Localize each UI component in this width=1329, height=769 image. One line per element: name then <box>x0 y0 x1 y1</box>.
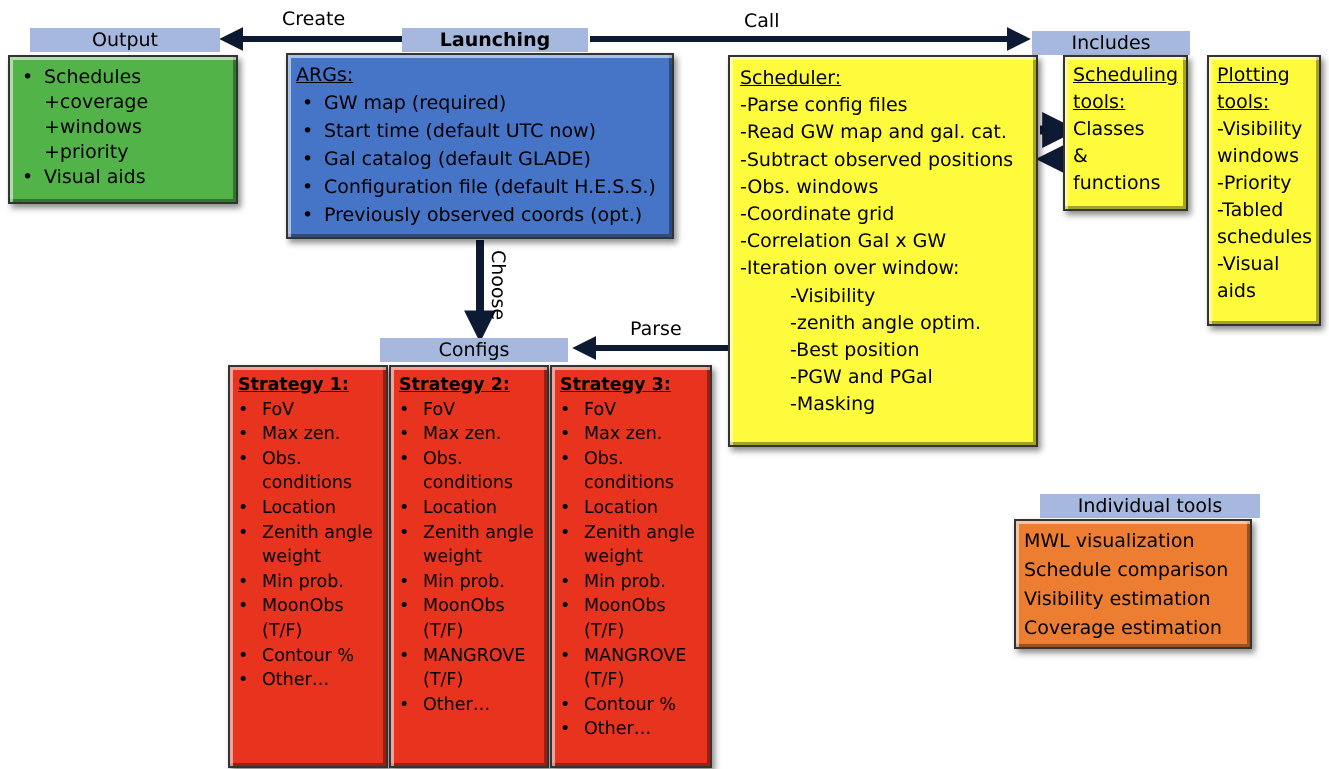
strategy-item: MANGROVE (T/F) <box>560 644 706 693</box>
strategy-3-box: Strategy 3: FoV Max zen. Obs. conditions… <box>550 365 712 768</box>
strategy-item: Location <box>560 496 706 521</box>
scheduler-substep: -PGW and PGal <box>790 366 933 389</box>
individual-tools-box: MWL visualization Schedule comparison Vi… <box>1014 519 1252 649</box>
configs-header: Configs <box>380 338 568 362</box>
strategy-item: MoonObs (T/F) <box>238 594 382 643</box>
scheduler-substep: -zenith angle optim. <box>790 311 982 334</box>
includes-header: Includes <box>1032 31 1190 55</box>
create-label: Create <box>282 8 346 30</box>
strategy-item: Obs. conditions <box>560 447 706 496</box>
strategy-item: Max zen. <box>560 422 706 447</box>
strategy-title: Strategy 1: <box>238 375 349 395</box>
output-subitem: +priority <box>44 141 129 163</box>
strategy-item: Obs. conditions <box>399 447 543 496</box>
strategy-item: Location <box>238 496 382 521</box>
strategy-item: Location <box>399 496 543 521</box>
strategy-item: Min prob. <box>560 570 706 595</box>
plotting-tools-line: -Visibility <box>1217 118 1303 140</box>
args-item: Configuration file (default H.E.S.S.) <box>296 173 664 201</box>
scheduler-step: -Correlation Gal x GW <box>740 230 947 253</box>
strategy-item: Other… <box>399 693 543 718</box>
strategy-item: MANGROVE (T/F) <box>399 644 543 693</box>
output-item: Schedules <box>16 65 230 90</box>
strategy-item: Contour % <box>560 693 706 718</box>
scheduler-step: -Coordinate grid <box>740 203 895 226</box>
strategy-1-box: Strategy 1: FoV Max zen. Obs. conditions… <box>228 365 388 768</box>
strategy-item: Contour % <box>238 644 382 669</box>
parse-label: Parse <box>630 318 682 340</box>
plotting-tools-box: Plotting tools: -Visibility windows -Pri… <box>1207 55 1321 326</box>
strategy-item: Min prob. <box>399 570 543 595</box>
strategy-item: Zenith angle weight <box>560 521 706 570</box>
scheduling-tools-box: Scheduling tools: Classes & functions <box>1063 55 1188 211</box>
scheduler-box: Scheduler: -Parse config files -Read GW … <box>728 55 1038 447</box>
plotting-tools-line: aids <box>1217 280 1256 302</box>
strategy-item: Min prob. <box>238 570 382 595</box>
strategy-item: MoonObs (T/F) <box>399 594 543 643</box>
strategy-item: MoonObs (T/F) <box>560 594 706 643</box>
plotting-tools-line: -Tabled <box>1217 199 1284 221</box>
scheduler-substep: -Visibility <box>790 284 876 307</box>
individual-tool-item: MWL visualization <box>1024 530 1195 552</box>
strategy-item: Max zen. <box>399 422 543 447</box>
strategy-item: Obs. conditions <box>238 447 382 496</box>
strategy-item: Zenith angle weight <box>399 521 543 570</box>
args-item: GW map (required) <box>296 89 664 117</box>
args-item: Previously observed coords (opt.) <box>296 201 664 229</box>
strategy-item: Other… <box>238 668 382 693</box>
strategy-title: Strategy 2: <box>399 375 510 395</box>
plotting-tools-line: -Priority <box>1217 172 1292 194</box>
args-title: ARGs: <box>296 64 354 86</box>
scheduling-tools-line: functions <box>1073 172 1161 194</box>
strategy-item: Other… <box>560 717 706 742</box>
strategy-title: Strategy 3: <box>560 375 671 395</box>
individual-tool-item: Visibility estimation <box>1024 588 1211 610</box>
scheduler-step: -Subtract observed positions <box>740 148 1014 171</box>
output-item: Visual aids <box>16 165 230 190</box>
strategy-item: Zenith angle weight <box>238 521 382 570</box>
strategy-item: FoV <box>399 398 543 423</box>
launching-scripts-label: Launching scripts <box>402 28 588 75</box>
individual-tools-header: Individual tools <box>1040 494 1260 518</box>
scheduler-step: -Parse config files <box>740 94 908 117</box>
strategy-item: FoV <box>238 398 382 423</box>
scheduling-tools-line: Classes <box>1073 118 1145 140</box>
strategy-item: Max zen. <box>238 422 382 447</box>
plotting-tools-title-2: tools: <box>1217 91 1270 113</box>
choose-label: Choose <box>487 250 509 321</box>
scheduler-substep: -Masking <box>790 393 876 416</box>
strategy-2-box: Strategy 2: FoV Max zen. Obs. conditions… <box>389 365 549 768</box>
output-box: Schedules +coverage +windows +priority V… <box>8 55 238 204</box>
individual-tool-item: Coverage estimation <box>1024 617 1222 639</box>
scheduling-tools-title-2: tools: <box>1073 91 1126 113</box>
individual-tool-item: Schedule comparison <box>1024 559 1229 581</box>
args-item: Start time (default UTC now) <box>296 117 664 145</box>
scheduler-step: -Obs. windows <box>740 175 879 198</box>
plotting-tools-line: -Visual <box>1217 253 1280 275</box>
scheduler-step: -Read GW map and gal. cat. <box>740 121 1007 144</box>
output-subitem: +windows <box>44 116 142 138</box>
output-subitem: +coverage <box>44 91 149 113</box>
args-box: ARGs: GW map (required) Start time (defa… <box>286 53 674 239</box>
args-item: Gal catalog (default GLADE) <box>296 145 664 173</box>
scheduler-title: Scheduler: <box>740 67 842 89</box>
scheduling-tools-title: Scheduling <box>1073 64 1179 86</box>
output-header: Output <box>30 28 220 52</box>
plotting-tools-line: schedules <box>1217 226 1313 248</box>
plotting-tools-title: Plotting <box>1217 64 1290 86</box>
strategy-item: FoV <box>560 398 706 423</box>
scheduler-step: -Iteration over window: <box>740 257 960 280</box>
scheduler-substep: -Best position <box>790 339 920 362</box>
call-label: Call <box>744 10 780 32</box>
plotting-tools-line: windows <box>1217 145 1299 167</box>
scheduling-tools-line: & <box>1073 145 1088 167</box>
